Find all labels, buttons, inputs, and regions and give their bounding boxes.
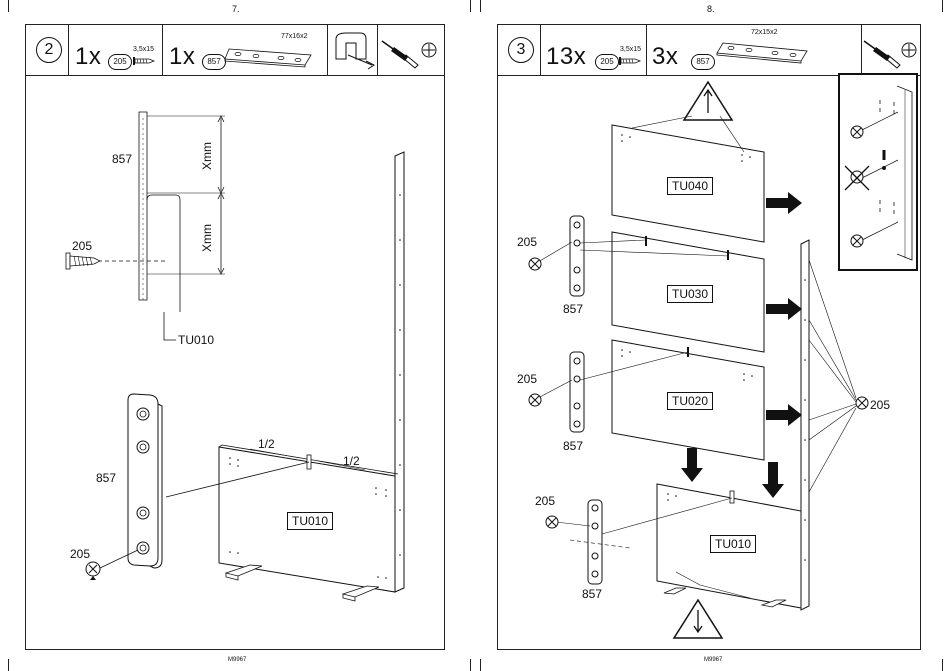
screw-label: 205 (517, 372, 537, 386)
bracket-plate-icon (570, 352, 584, 432)
phillips-head-icon (856, 397, 868, 409)
bracket-plate-icon (588, 500, 602, 584)
screw-label: 205 (870, 398, 890, 412)
part-label: 857 (563, 302, 583, 316)
bracket-plate-icon (570, 216, 584, 296)
warning-arrow-down-icon (674, 600, 722, 638)
part-label: 857 (563, 439, 583, 453)
part-label: 857 (582, 587, 602, 601)
screw-label: 205 (517, 235, 537, 249)
screw-label: 205 (535, 494, 555, 508)
panel-label-box: TU040 (667, 177, 713, 195)
panel-label-box: TU010 (710, 535, 756, 553)
panel-label-box: TU030 (667, 285, 713, 303)
arrow-down-icon (681, 448, 784, 498)
warning-arrow-up-icon (684, 82, 732, 120)
arrow-right-icon (766, 192, 802, 426)
panel-label-box: TU020 (667, 392, 713, 410)
